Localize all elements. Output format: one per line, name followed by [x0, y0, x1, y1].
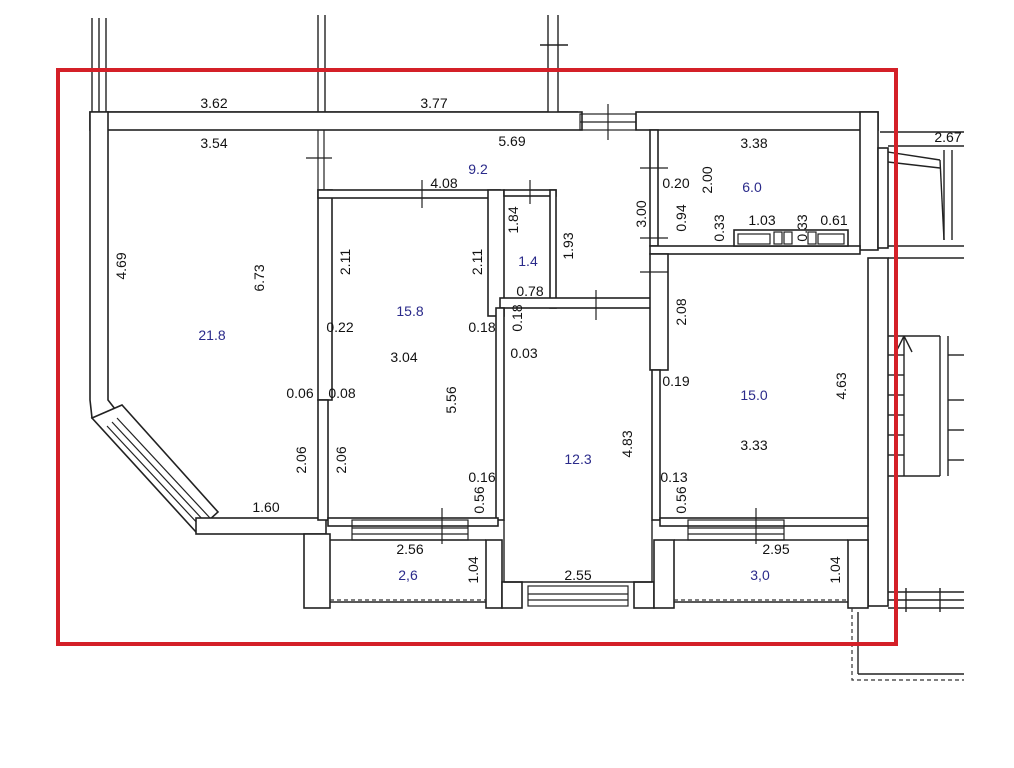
dim-label: 0.18: [468, 319, 495, 335]
interior-walls: [306, 129, 861, 521]
dim-label: 3.62: [200, 95, 227, 111]
dim-label: 0.08: [328, 385, 355, 401]
dim-label: 0.22: [326, 319, 353, 335]
dim-label: 4.69: [113, 252, 129, 279]
dim-label: 0.13: [660, 469, 687, 485]
bottom-walls: [303, 508, 964, 681]
dim-label: 1.84: [505, 206, 521, 233]
dim-label: 3.77: [420, 95, 447, 111]
dim-label: 0.33: [794, 214, 810, 241]
window-top: [579, 104, 637, 140]
area-living-room: 21.8: [198, 327, 225, 343]
dim-label: 6.73: [251, 264, 267, 291]
top-context-walls: [91, 15, 578, 113]
exterior-walls: [89, 104, 889, 607]
dim-label: 2.11: [469, 249, 485, 275]
dim-label: 3.54: [200, 135, 227, 151]
dim-label: 0.19: [662, 373, 689, 389]
area-kitchen: 6.0: [742, 179, 762, 195]
dim-label: 3.04: [390, 349, 417, 365]
dim-label: 3.38: [740, 135, 767, 151]
area-bedroom-2: 15.0: [740, 387, 767, 403]
dim-label: 1.93: [560, 232, 576, 259]
dim-label: 1.04: [827, 556, 843, 583]
dim-label: 1.60: [252, 499, 279, 515]
dim-label: 5.56: [443, 386, 459, 413]
dim-label: 4.83: [619, 430, 635, 457]
dim-label: 0.56: [471, 486, 487, 513]
dim-label: 0.16: [468, 469, 495, 485]
area-bedroom-1: 15.8: [396, 303, 423, 319]
window-bay: [106, 417, 211, 527]
dim-label: 4.63: [833, 372, 849, 399]
area-bathroom: 1.4: [518, 253, 538, 269]
dim-label: 0.18: [509, 304, 525, 331]
dim-label: 2.95: [762, 541, 789, 557]
dim-label: 2.67: [934, 129, 961, 145]
area-balcony-right: 3,0: [750, 567, 770, 583]
kitchen-counter: [733, 229, 849, 247]
dim-label: 3.00: [633, 200, 649, 227]
window-center: [527, 585, 629, 607]
dim-label: 2.11: [337, 249, 353, 275]
dim-label: 0.06: [286, 385, 313, 401]
dim-label: 1.03: [748, 212, 775, 228]
dim-label: 0.94: [673, 204, 689, 231]
dim-label: 4.08: [430, 175, 457, 191]
dim-label: 2.08: [673, 298, 689, 325]
area-hall: 9.2: [468, 161, 488, 177]
dimension-labels: 3.62 3.77 3.54 5.69 3.38 2.67 4.08 0.20 …: [113, 95, 962, 584]
area-labels: 21.8 9.2 6.0 1.4 15.8 12.3 15.0 2,6 3,0: [198, 161, 770, 583]
dim-label: 2.00: [699, 166, 715, 193]
dim-label: 0.56: [673, 486, 689, 513]
dim-label: 2.56: [396, 541, 423, 557]
dim-label: 5.69: [498, 133, 525, 149]
dim-label: 0.33: [711, 214, 727, 241]
area-room-center: 12.3: [564, 451, 591, 467]
dim-label: 2.55: [564, 567, 591, 583]
highlight-frame: [56, 68, 898, 646]
dim-label: 0.61: [820, 212, 847, 228]
area-balcony-left: 2,6: [398, 567, 418, 583]
dim-label: 3.33: [740, 437, 767, 453]
dim-label: 2.06: [333, 446, 349, 473]
dim-label: 0.20: [662, 175, 689, 191]
dim-label: 0.03: [510, 345, 537, 361]
stair-context: [877, 131, 964, 612]
dim-label: 2.06: [293, 446, 309, 473]
dim-label: 0.78: [516, 283, 543, 299]
dim-label: 1.04: [465, 556, 481, 583]
